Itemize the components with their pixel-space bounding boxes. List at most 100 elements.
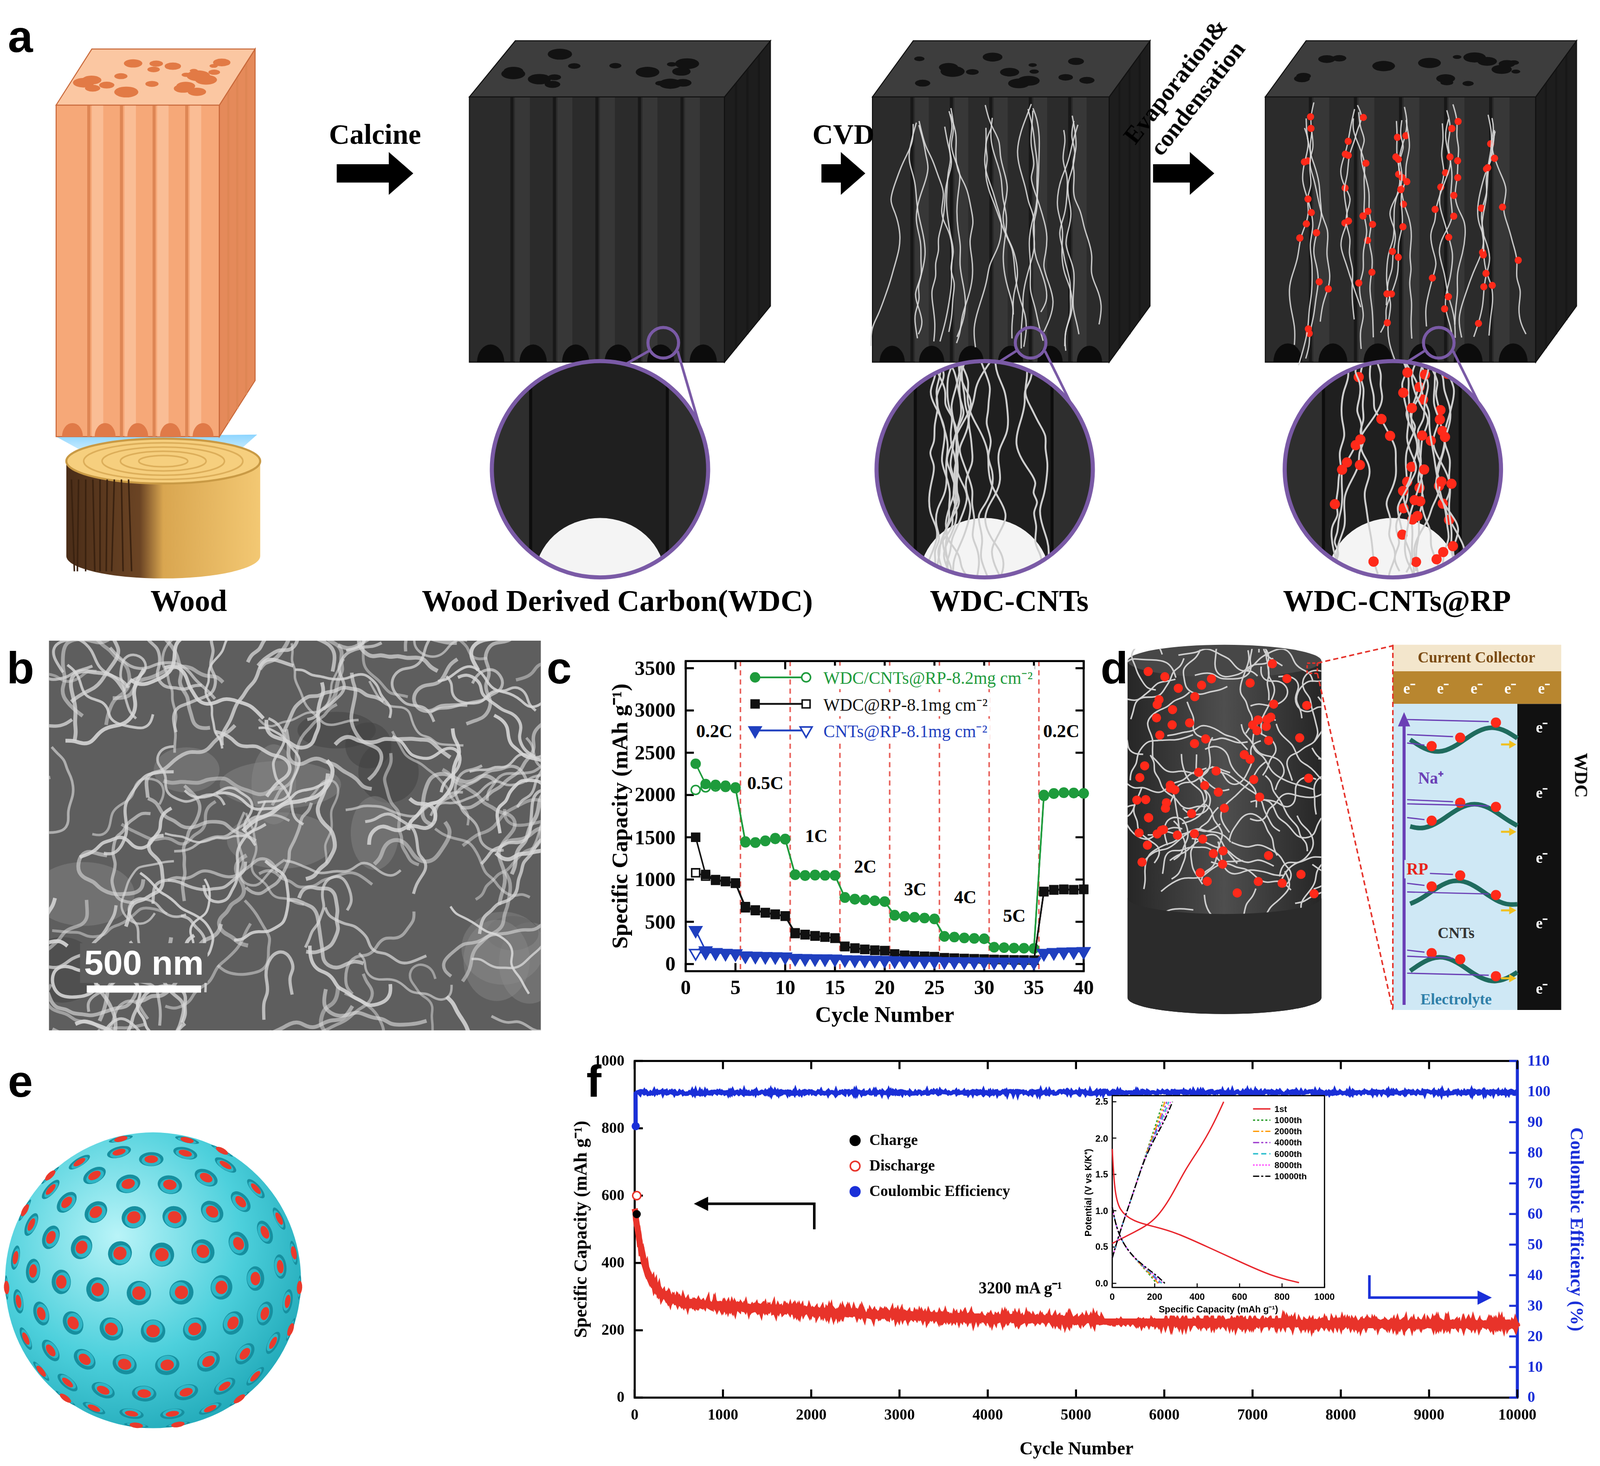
legend-entry: 1st xyxy=(1274,1103,1288,1115)
electrode-cylinder-part-part xyxy=(1245,754,1255,765)
carbon-cnt-rp-block-part xyxy=(1428,274,1436,282)
porous-sphere-part xyxy=(244,1365,267,1389)
legend-entry: Discharge xyxy=(869,1157,936,1175)
cycling-chart-part xyxy=(1251,1389,1254,1399)
porous-sphere-part xyxy=(109,1146,130,1160)
carbon-cnt-block-part xyxy=(1079,77,1095,84)
carbon-cnt-rp-block-part xyxy=(1482,114,1493,336)
porous-sphere-part xyxy=(211,1374,239,1399)
cycling-chart-part xyxy=(1477,1290,1492,1306)
cycling-chart-part xyxy=(1509,1213,1518,1216)
rate-label: 0.5C xyxy=(747,773,784,795)
carbon-block-part xyxy=(567,63,581,69)
porous-sphere-part xyxy=(44,1229,58,1246)
tick-label: 3500 xyxy=(634,656,676,681)
porous-sphere-part xyxy=(103,1236,137,1271)
porous-sphere-part xyxy=(255,1222,273,1245)
carbon-cnt-block-part xyxy=(915,125,929,339)
electrode-cylinder-part-part xyxy=(1279,815,1314,887)
carbon-cnt-block-part xyxy=(1017,103,1047,312)
porous-sphere-part xyxy=(21,1211,41,1239)
porous-sphere-part xyxy=(34,1364,48,1379)
electrode-cylinder-part-part xyxy=(1172,830,1182,840)
rate-chart-part xyxy=(1059,885,1068,894)
rate-chart-part xyxy=(860,896,870,905)
electrode-cylinder-part-part xyxy=(1202,877,1213,887)
interface-zoom-part xyxy=(1509,827,1517,837)
sem-image-part xyxy=(49,640,542,1031)
interface-zoom-part xyxy=(1410,804,1518,829)
voltage-inset-part xyxy=(1112,1096,1325,1288)
rate-chart-part xyxy=(1029,944,1039,954)
carbon-block-part xyxy=(635,66,660,78)
rate-chart-part xyxy=(1075,963,1084,966)
rate-chart-part xyxy=(800,931,809,940)
wood-block-part xyxy=(91,104,104,437)
carbon-cnt-block-part xyxy=(909,122,926,335)
voltage-inset-part xyxy=(1112,1102,1168,1259)
rate-chart-part xyxy=(1082,661,1085,670)
tick-label: 0 xyxy=(616,1389,625,1407)
porous-sphere-part xyxy=(230,1392,248,1406)
axis-title: Coulombic Efficiency (%) xyxy=(1565,1127,1588,1332)
porous-sphere-part xyxy=(172,1144,199,1162)
wood-block-part xyxy=(157,104,169,437)
cycling-chart-part xyxy=(1509,1182,1518,1185)
rate-chart-part xyxy=(860,945,869,954)
porous-sphere-part xyxy=(229,1191,251,1214)
interface-zoom-part xyxy=(1509,974,1517,983)
carbon-block-part xyxy=(757,54,760,321)
cycling-chart-part xyxy=(1163,1389,1166,1399)
wood-block-part xyxy=(87,104,91,437)
carbon-cnt-block-part xyxy=(1031,110,1053,332)
porous-sphere-part xyxy=(95,1312,129,1346)
rate-chart-part xyxy=(870,946,879,955)
process-step-label: CVD xyxy=(812,118,875,151)
electrode-cylinder-part-part xyxy=(1264,735,1274,746)
carbon-cnt-rp-block-part xyxy=(1265,96,1536,363)
rate-chart-part xyxy=(840,893,850,903)
rate-chart-part xyxy=(800,870,810,880)
porous-sphere-part xyxy=(209,1274,234,1301)
porous-sphere-part xyxy=(113,1352,137,1374)
current-collector-bar: Current Collectore⁻e⁻e⁻e⁻e⁻ xyxy=(1393,645,1562,705)
electrode-cylinder-part-part xyxy=(1253,877,1264,887)
rate-chart-part xyxy=(771,910,780,919)
porous-sphere-part xyxy=(170,1420,186,1429)
electrode-cylinder-part xyxy=(1127,897,1322,1015)
porous-sphere-part xyxy=(194,1242,213,1261)
porous-sphere-part xyxy=(117,1176,140,1195)
carbon-block-part xyxy=(675,58,700,70)
carbon-cnt-block-part xyxy=(1077,345,1103,362)
porous-sphere-part xyxy=(141,1154,162,1167)
rate-chart-part xyxy=(801,673,811,683)
voltage-inset-part xyxy=(1112,1137,1117,1139)
porous-sphere-part xyxy=(271,1209,286,1230)
carbon-cnt-rp-block-part xyxy=(1368,220,1376,228)
porous-sphere-part xyxy=(178,1312,212,1346)
carbon-cnt-rp-block-part xyxy=(1294,75,1310,83)
porous-sphere-part xyxy=(69,1345,100,1375)
rate-chart-part xyxy=(689,949,702,961)
tick-label: 9000 xyxy=(1413,1406,1445,1424)
wood-block-part xyxy=(99,81,115,89)
porous-sphere-part xyxy=(285,1322,296,1337)
electrode-cylinder-part-part xyxy=(1073,805,1136,856)
rate-chart-part xyxy=(838,661,841,972)
carbon-cnt-rp-block-part xyxy=(1273,343,1303,362)
porous-sphere-part xyxy=(80,1197,112,1228)
sem-image-part-part xyxy=(121,801,216,845)
interface-zoom-part xyxy=(1455,732,1466,743)
rate-label: 3C xyxy=(903,878,927,901)
porous-sphere-part xyxy=(20,1331,32,1347)
carbon-cnt-rp-block-part xyxy=(1397,186,1405,194)
zoom-view-part-part xyxy=(1434,414,1446,425)
rate-chart-part xyxy=(851,944,859,953)
carbon-cnt-rp-block-part xyxy=(1477,57,1497,66)
interface-zoom-part xyxy=(1406,743,1425,746)
zoom-view-part-part xyxy=(1446,478,1457,490)
porous-sphere-part xyxy=(180,1315,207,1341)
zoom-view-part-part xyxy=(1327,563,1338,574)
rate-chart-part xyxy=(771,910,780,919)
